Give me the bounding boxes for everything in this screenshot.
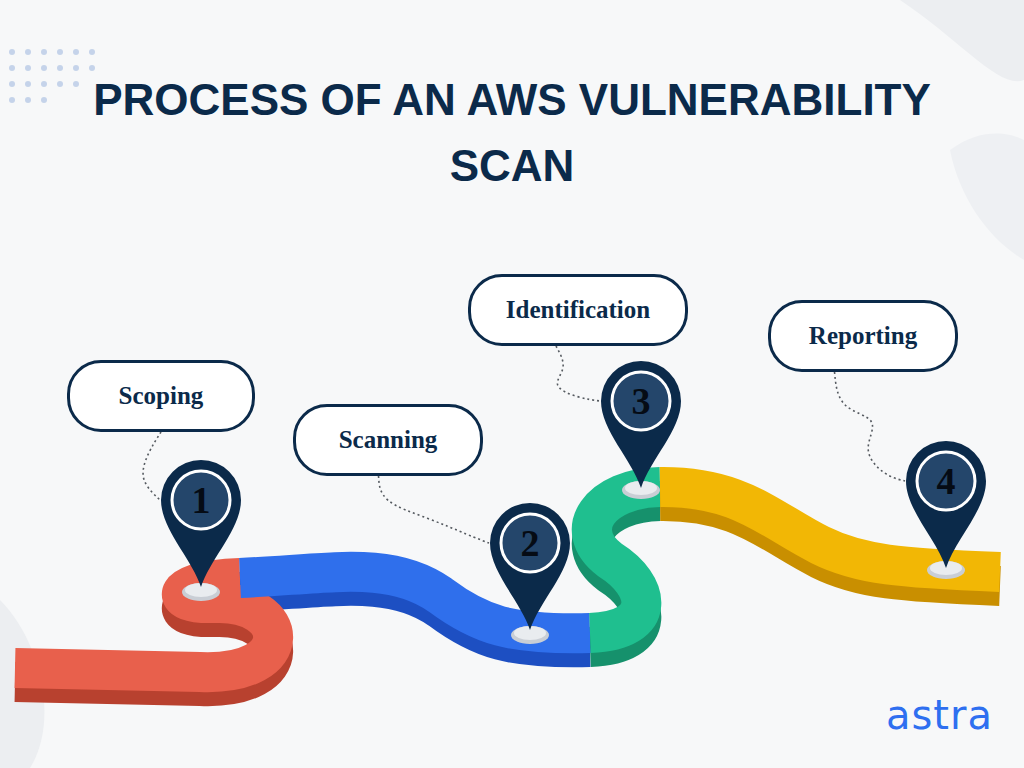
step-number: 3: [600, 360, 682, 442]
step-number: 4: [905, 440, 987, 522]
watermark: astra: [886, 692, 993, 738]
step-label: Identification: [506, 296, 650, 324]
step-pin: 1: [160, 459, 242, 589]
step-label: Reporting: [809, 322, 917, 350]
leader-line: [556, 346, 600, 401]
pin-shape: [489, 502, 571, 632]
step-number: 1: [160, 459, 242, 541]
step-box: Scanning: [293, 404, 483, 476]
dot-grid: [9, 49, 95, 103]
step-box: Reporting: [768, 300, 958, 372]
step-pin: 4: [905, 440, 987, 570]
step-label: Scanning: [339, 426, 438, 454]
step-box: Scoping: [67, 360, 255, 432]
background-blob: [950, 133, 1024, 260]
pin-shape: [160, 459, 242, 589]
background-blob: [900, 0, 1024, 81]
diagram-title: PROCESS OF AN AWS VULNERABILITY SCAN: [42, 67, 982, 199]
road-side: [15, 501, 1000, 686]
leader-line: [379, 476, 490, 543]
pin-shape: [905, 440, 987, 570]
step-pin: 2: [489, 502, 571, 632]
pin-base: [182, 481, 965, 644]
leader-line: [143, 432, 161, 500]
step-label: Scoping: [119, 382, 204, 410]
pin-shape: [600, 360, 682, 490]
step-box: Identification: [468, 274, 688, 346]
leader-line: [835, 372, 906, 481]
step-number: 2: [489, 502, 571, 584]
road-top: [15, 487, 1000, 672]
step-pin: 3: [600, 360, 682, 490]
